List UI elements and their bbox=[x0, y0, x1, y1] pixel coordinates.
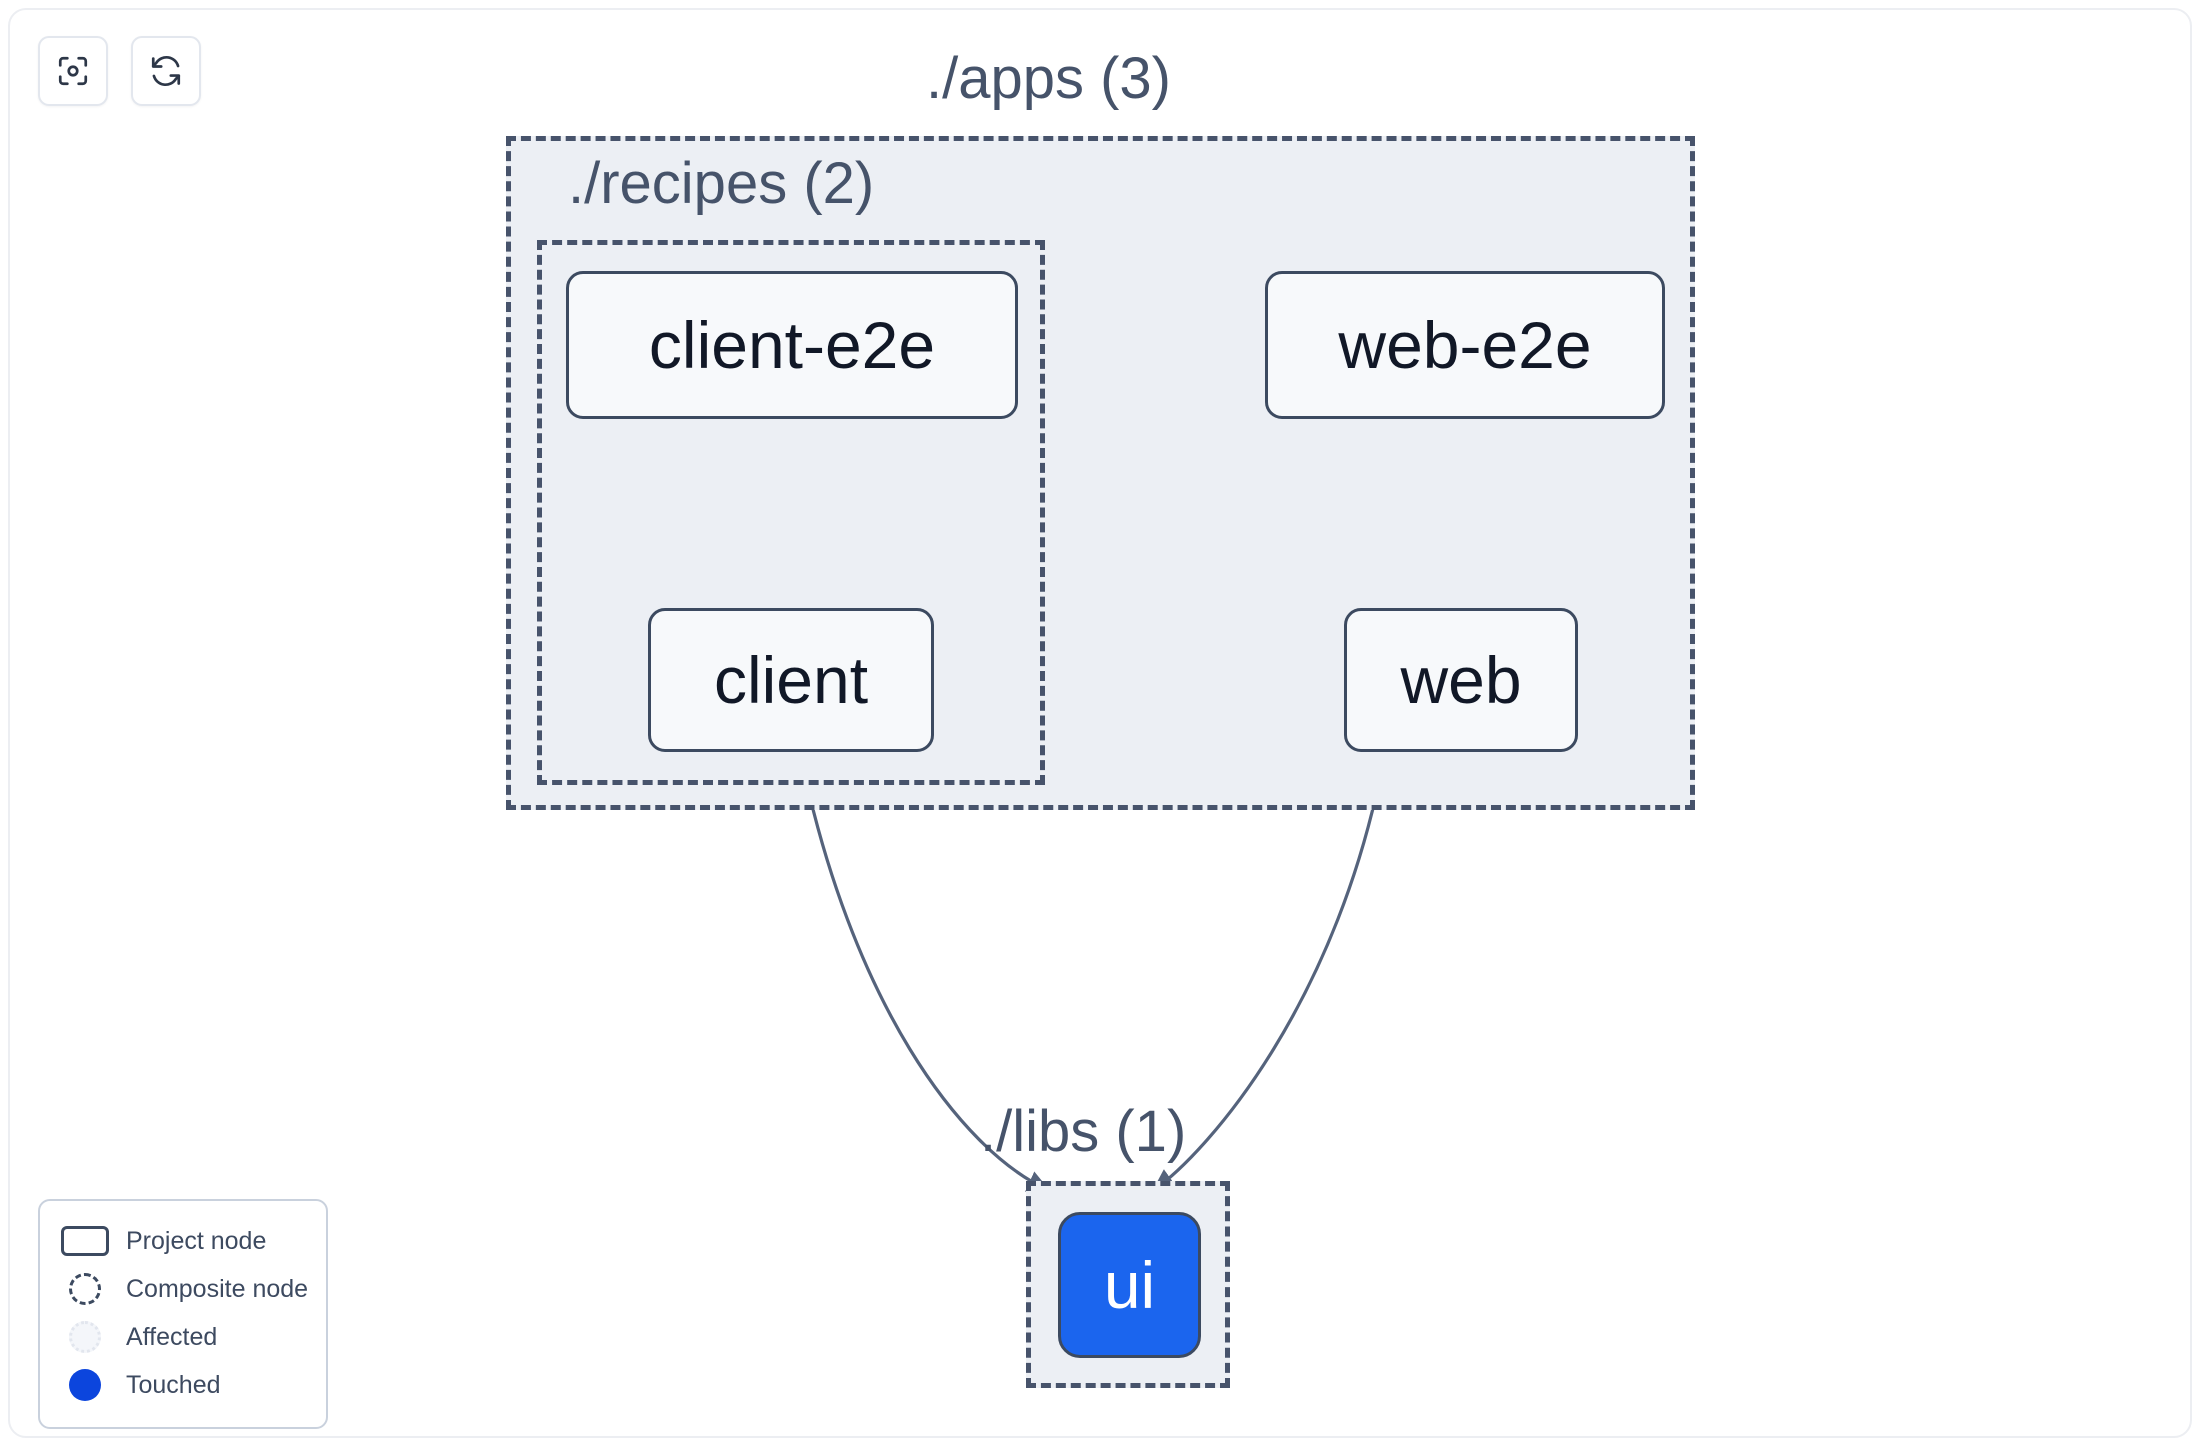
legend-item-touched: Touched bbox=[60, 1361, 306, 1409]
refresh-icon bbox=[149, 54, 183, 88]
graph-toolbar bbox=[38, 36, 201, 106]
composite-node-swatch-icon bbox=[60, 1273, 110, 1305]
focus-target-icon bbox=[56, 54, 90, 88]
project-node-client[interactable]: client bbox=[648, 608, 934, 752]
project-node-label: ui bbox=[1103, 1248, 1156, 1322]
group-label-apps: ./apps (3) bbox=[926, 46, 1171, 111]
project-node-label: web bbox=[1400, 643, 1522, 717]
legend-item-label: Affected bbox=[126, 1322, 218, 1351]
legend-item-composite-node: Composite node bbox=[60, 1265, 309, 1313]
project-node-web[interactable]: web bbox=[1344, 608, 1578, 752]
legend-item-project-node: Project node bbox=[60, 1217, 306, 1265]
project-node-label: client bbox=[713, 643, 869, 717]
project-node-label: web-e2e bbox=[1338, 308, 1592, 382]
legend-item-label: Project node bbox=[126, 1226, 267, 1255]
group-label-libs: ./libs (1) bbox=[980, 1099, 1187, 1164]
affected-swatch-icon bbox=[60, 1321, 110, 1353]
project-node-web-e2e[interactable]: web-e2e bbox=[1265, 271, 1665, 419]
refresh-graph-button[interactable] bbox=[131, 36, 201, 106]
project-node-ui[interactable]: ui bbox=[1058, 1212, 1201, 1358]
legend-item-label: Composite node bbox=[126, 1274, 309, 1303]
legend-item-affected: Affected bbox=[60, 1313, 306, 1361]
project-node-label: client-e2e bbox=[648, 308, 936, 382]
touched-swatch-icon bbox=[60, 1369, 110, 1401]
project-node-swatch-icon bbox=[60, 1225, 110, 1257]
project-node-client-e2e[interactable]: client-e2e bbox=[566, 271, 1018, 419]
group-label-recipes: ./recipes (2) bbox=[568, 151, 875, 216]
legend-item-label: Touched bbox=[126, 1370, 221, 1399]
graph-legend: Project node Composite node Affected Tou… bbox=[38, 1199, 328, 1429]
focus-graph-button[interactable] bbox=[38, 36, 108, 106]
